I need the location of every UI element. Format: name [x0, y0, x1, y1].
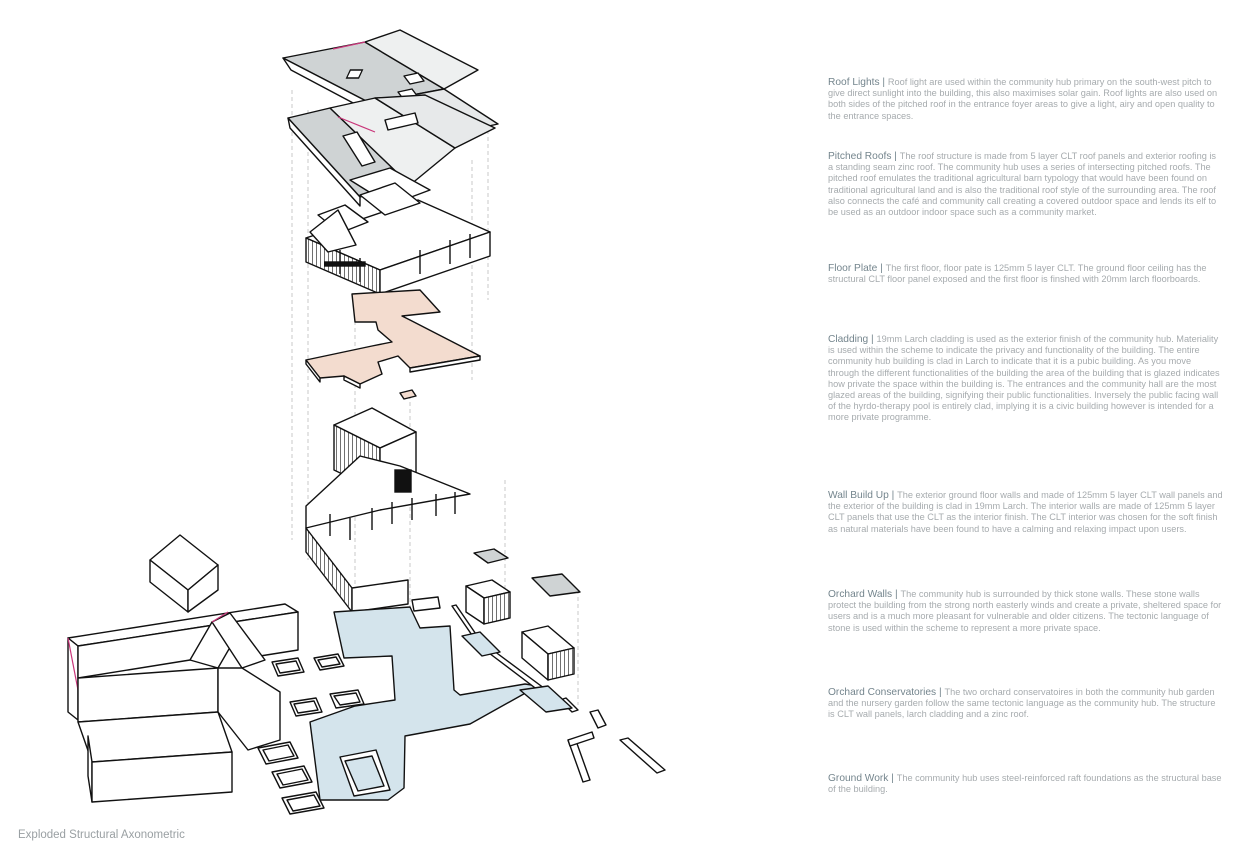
note-title: Wall Build Up	[828, 490, 889, 501]
note-separator: |	[891, 151, 900, 162]
note-title: Cladding	[828, 334, 869, 345]
orchard-conservatory-right	[519, 573, 581, 713]
raised-planters	[257, 653, 365, 815]
note-wall-build-up: Wall Build Up | The exterior ground floo…	[828, 490, 1223, 535]
note-ground-work: Ground Work | The community hub uses ste…	[828, 773, 1223, 795]
note-separator: |	[879, 77, 888, 88]
note-orchard-conservatories: Orchard Conservatories | The two orchard…	[828, 687, 1223, 721]
existing-barn-small	[149, 534, 219, 613]
note-body: 19mm Larch cladding is used as the exter…	[828, 334, 1220, 423]
first-floor-plate	[305, 289, 481, 400]
note-separator: |	[892, 589, 901, 600]
figure-caption: Exploded Structural Axonometric	[18, 829, 185, 841]
note-separator: |	[877, 263, 886, 274]
ground-slab	[309, 606, 539, 801]
note-title: Floor Plate	[828, 263, 878, 274]
ground-floor-walls	[305, 407, 471, 613]
note-title: Pitched Roofs	[828, 151, 892, 162]
note-title: Roof Lights	[828, 77, 880, 88]
note-separator: |	[888, 490, 898, 501]
note-floor-plate: Floor Plate | The first floor, floor pat…	[828, 263, 1223, 285]
note-pitched-roofs: Pitched Roofs | The roof structure is ma…	[828, 151, 1223, 218]
note-separator: |	[888, 773, 897, 784]
exploded-axonometric-drawing	[67, 29, 666, 815]
existing-barn-large	[67, 603, 299, 803]
note-body: The first floor, floor pate is 125mm 5 l…	[828, 263, 1207, 285]
first-floor-walls	[305, 167, 491, 295]
orchard-conservatory-left	[461, 548, 511, 657]
note-separator: |	[868, 334, 877, 345]
note-separator: |	[936, 687, 945, 698]
note-body: The two orchard conservatoires in both t…	[828, 687, 1216, 720]
note-title: Orchard Walls	[828, 589, 893, 600]
note-body: The community hub is surrounded by thick…	[828, 589, 1222, 633]
note-body: The community hub uses steel-reinforced …	[828, 773, 1222, 795]
note-body: The exterior ground floor walls and made…	[828, 490, 1223, 534]
note-cladding: Cladding | 19mm Larch cladding is used a…	[828, 334, 1223, 424]
projection-lines	[291, 90, 579, 705]
note-title: Orchard Conservatories	[828, 687, 937, 698]
note-body: The roof structure is made from 5 layer …	[828, 151, 1217, 218]
note-body: Roof light are used within the community…	[828, 77, 1218, 121]
note-orchard-walls: Orchard Walls | The community hub is sur…	[828, 589, 1223, 634]
note-title: Ground Work	[828, 773, 889, 784]
note-roof-lights: Roof Lights | Roof light are used within…	[828, 77, 1223, 122]
